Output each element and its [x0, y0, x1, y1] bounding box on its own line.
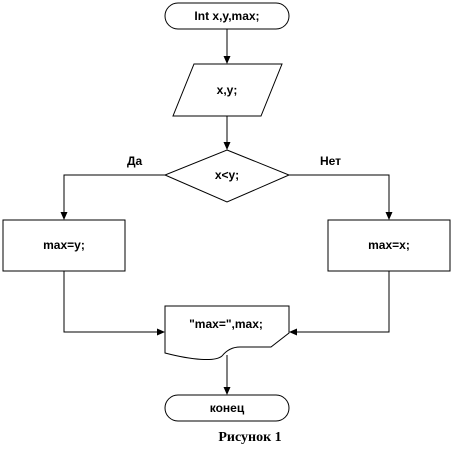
- assign-max-y-label: max=y;: [43, 238, 85, 252]
- arrow-max-x-to-output: [289, 271, 390, 336]
- start-node: Int x,y,max;: [164, 2, 290, 30]
- arrow-input-to-condition: [223, 116, 231, 150]
- start-node-label: Int x,y,max;: [194, 9, 259, 23]
- end-node: конец: [164, 394, 290, 422]
- no-branch-label: Нет: [320, 154, 341, 168]
- input-node: x,y;: [172, 63, 283, 117]
- figure-caption: Рисунок 1: [218, 430, 281, 445]
- condition-node: x<y;: [163, 149, 291, 203]
- condition-node-label: x<y;: [215, 168, 239, 182]
- end-node-label: конец: [210, 401, 245, 415]
- arrow-max-y-to-output: [63, 271, 165, 336]
- arrow-start-to-input: [223, 29, 231, 64]
- assign-max-y-node: max=y;: [2, 219, 126, 272]
- yes-branch-label: Да: [127, 154, 143, 168]
- output-node: "max=",max;: [164, 305, 290, 361]
- arrow-output-to-end: [223, 355, 231, 395]
- arrow-no-branch: [289, 174, 393, 220]
- input-node-label: x,y;: [217, 83, 238, 97]
- output-node-label: "max=",max;: [189, 317, 263, 331]
- arrow-yes-branch: [60, 174, 165, 220]
- assign-max-x-node: max=x;: [327, 219, 451, 272]
- assign-max-x-label: max=x;: [368, 238, 410, 252]
